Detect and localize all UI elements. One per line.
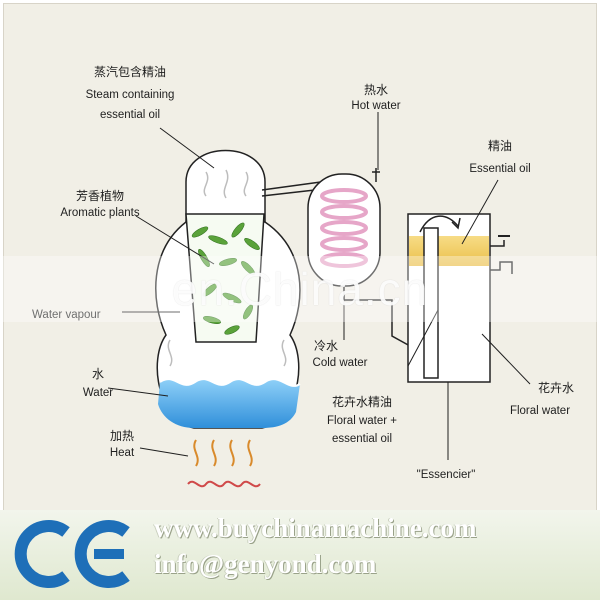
labels: 蒸汽包含精油 Steam containing essential oil 热水… [32, 64, 574, 481]
water-fill [158, 379, 300, 428]
label-floral-cn: 花卉水 [538, 380, 574, 395]
label-heat-cn: 加热 [110, 429, 134, 443]
still-vessel [155, 149, 301, 429]
label-floral-en: Floral water [510, 405, 570, 417]
label-mix-cn: 花卉水精油 [332, 394, 392, 409]
label-steam-en1: Steam containing [86, 89, 175, 101]
label-oil-cn: 精油 [488, 139, 512, 153]
watermark-band [0, 256, 600, 322]
oil-tap [490, 240, 505, 247]
label-plants-cn: 芳香植物 [76, 188, 124, 203]
heat-source [187, 439, 261, 488]
label-water-en: Water [83, 387, 113, 399]
leader-lines [107, 112, 531, 460]
label-water-cn: 水 [92, 367, 104, 381]
condenser [261, 168, 411, 347]
label-plants-en: Aromatic plants [60, 207, 140, 219]
label-cold-en: Cold water [313, 357, 368, 369]
label-steam-cn: 蒸汽包含精油 [94, 64, 166, 79]
footer-website[interactable]: www.buychinamachine.com [154, 513, 477, 543]
floral-water-outlet [490, 261, 513, 274]
label-vapour-en: Water vapour [32, 309, 101, 321]
label-cold-cn: 冷水 [314, 339, 338, 353]
distillate-pipe [343, 286, 411, 347]
essencier [407, 213, 513, 383]
footer-email[interactable]: info@genyond.com [154, 549, 377, 579]
label-hot-en: Hot water [351, 100, 400, 112]
label-mix-en1: Floral water + [327, 415, 397, 427]
label-oil-en: Essential oil [469, 163, 530, 175]
watermark-text: en.China.cn [171, 263, 429, 315]
label-heat-en: Heat [110, 447, 135, 459]
label-hot-cn: 热水 [364, 83, 388, 97]
water-waves [159, 378, 301, 387]
ce-mark-logo [14, 520, 130, 588]
steam-wisps [167, 169, 287, 367]
label-essencier: "Essencier" [417, 469, 476, 481]
cooling-coil [320, 188, 368, 268]
oil-layer [409, 236, 489, 266]
label-mix-en2: essential oil [332, 433, 392, 445]
plant-basket [185, 213, 265, 343]
inner-tube [423, 227, 439, 379]
label-steam-en2: essential oil [100, 109, 160, 121]
